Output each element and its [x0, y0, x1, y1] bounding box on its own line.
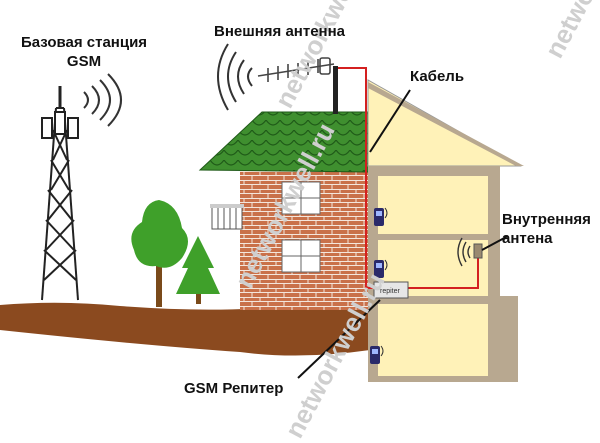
inner-antenna-label: Внутренняя антена — [502, 211, 591, 249]
cable-label: Кабель — [410, 68, 465, 85]
gsm-repeater-label: GSM Репитер — [184, 380, 284, 397]
base-station-label-line2: GSM — [66, 52, 102, 70]
inner-antenna-label-line1: Внутренняя — [502, 211, 591, 228]
cable-pointer-line — [369, 89, 411, 153]
phone-icon — [374, 207, 388, 226]
antenna-signal-waves-icon — [217, 43, 253, 111]
watermark: networkwell.ru — [269, 0, 381, 113]
house-cutaway — [367, 79, 524, 382]
gsm-tower-icon — [41, 86, 79, 301]
watermark: networkwell.ru — [539, 0, 600, 63]
base-station-label-line1: Базовая станция — [20, 34, 148, 51]
repeater-box: repiter — [373, 281, 409, 299]
ground — [0, 302, 370, 356]
balcony — [210, 204, 244, 230]
window-upper — [281, 181, 321, 215]
outer-antenna-icon — [257, 57, 335, 82]
inner-antenna-pointer-line — [481, 235, 509, 251]
phone-icon — [370, 345, 384, 364]
tree-fir-icon — [176, 236, 220, 304]
base-station-label: Базовая станция GSM — [4, 34, 164, 72]
antenna-mast — [333, 66, 338, 114]
repeater-box-label: repiter — [380, 288, 401, 295]
inner-antenna-label-line2: антена — [502, 229, 553, 247]
inner-antenna-waves-icon — [457, 237, 471, 267]
tree-large-icon — [131, 200, 188, 307]
repeater-pointer-line — [297, 299, 381, 379]
window-lower — [281, 239, 321, 273]
phone-icon — [374, 259, 388, 278]
outer-antenna-label: Внешняя антенна — [214, 23, 346, 40]
tower-signal-waves-icon — [83, 73, 122, 127]
roof — [198, 111, 369, 173]
inner-antenna-icon — [473, 243, 483, 259]
